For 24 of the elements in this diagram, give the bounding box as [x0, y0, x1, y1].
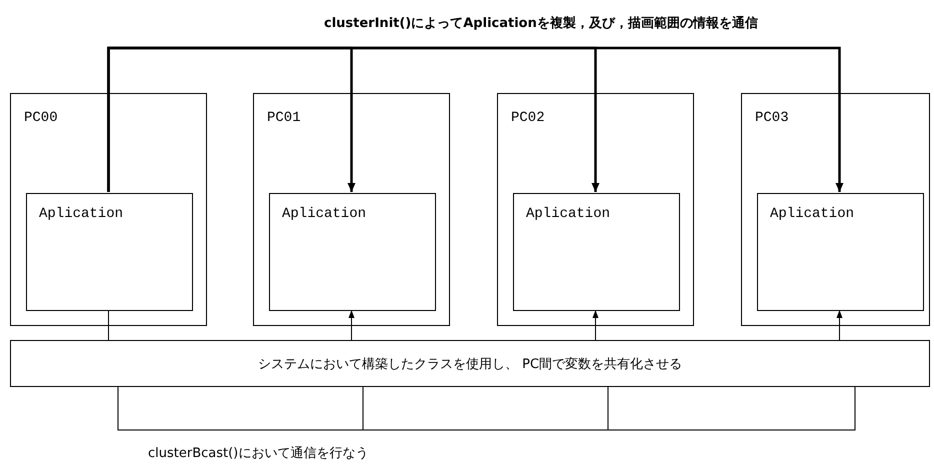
connector-arrow: [348, 310, 354, 340]
connector-arrow: [836, 310, 842, 340]
application-label: Aplication: [526, 206, 610, 222]
shared-class-band: [10, 340, 930, 387]
band-text: システムにおいて構築したクラスを使用し、 PC間で変数を共有化させる: [256, 356, 684, 373]
application-box: [757, 193, 924, 311]
pc-box: [10, 93, 207, 326]
pc-label: PC00: [24, 110, 58, 126]
pc-label: PC02: [511, 110, 545, 126]
application-label: Aplication: [282, 206, 366, 222]
connector-arrow: [592, 310, 598, 340]
note-text: clusterInit()によってAplicationを複製，及び，描画範囲の情報を通信: [324, 14, 758, 32]
pc-label: PC03: [755, 110, 789, 126]
application-box: [26, 193, 193, 311]
application-label: Aplication: [770, 206, 854, 222]
pc-box: [741, 93, 930, 326]
pc-label: PC01: [267, 110, 301, 126]
pc-box: [253, 93, 450, 326]
pc-box: [497, 93, 694, 326]
application-box: [269, 193, 436, 311]
connector-arrow: [107, 46, 844, 192]
application-box: [513, 193, 680, 311]
note-text: clusterBcast()において通信を行なう: [148, 445, 368, 462]
application-label: Aplication: [39, 206, 124, 222]
